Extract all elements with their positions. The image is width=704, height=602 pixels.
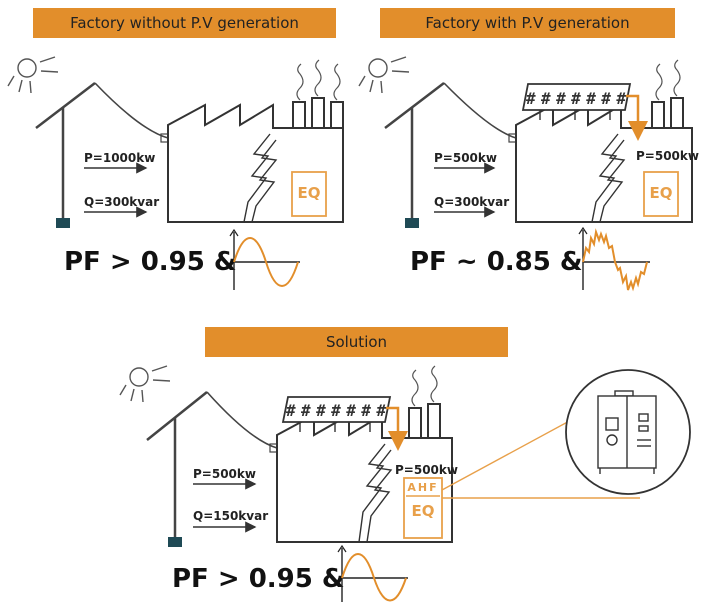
ahf-box bbox=[403, 477, 443, 539]
ahf-label: AHF bbox=[407, 481, 438, 494]
callout-line bbox=[441, 411, 587, 491]
lightning-bolt-icon bbox=[243, 133, 278, 223]
sine-wave-icon bbox=[229, 228, 300, 290]
equipment-label: EQ bbox=[298, 184, 321, 202]
utility-pole-icon bbox=[35, 82, 169, 228]
solar-panel-icon: ####### bbox=[521, 83, 632, 120]
solar-panel-icon: ####### bbox=[281, 396, 392, 432]
power-factor-label: PF > 0.95 & bbox=[64, 247, 237, 277]
reactive-power-label: Q=300kvar bbox=[84, 195, 159, 209]
panel-with-pv: ####### P=500kw EQ P=500kw Q=300kvar PF … bbox=[358, 56, 699, 292]
panel-without-pv: EQ P=1000kw Q=300kvar PF > 0.95 & bbox=[7, 56, 344, 290]
sun-icon bbox=[358, 56, 410, 94]
factory-icon bbox=[167, 97, 344, 223]
pv-feed-arrow bbox=[626, 94, 648, 141]
banner-with-pv: Factory with P.V generation bbox=[380, 8, 675, 38]
banner-without-pv: Factory without P.V generation bbox=[33, 8, 336, 38]
equipment-box bbox=[643, 171, 679, 217]
pv-power-label: P=500kw bbox=[636, 149, 699, 163]
active-power-label: P=500kw bbox=[193, 467, 256, 481]
ahf-cabinet-icon bbox=[597, 390, 657, 474]
lightning-bolt-icon bbox=[358, 443, 393, 543]
utility-pole-icon bbox=[384, 82, 517, 228]
equipment-label: EQ bbox=[412, 502, 435, 520]
pv-feed-arrow bbox=[386, 406, 408, 451]
reactive-power-label: Q=300kvar bbox=[434, 195, 509, 209]
chimney-smoke-icon bbox=[655, 59, 681, 101]
reactive-power-label: Q=150kvar bbox=[193, 509, 268, 523]
active-power-label: P=500kw bbox=[434, 151, 497, 165]
distorted-wave-icon bbox=[578, 226, 650, 292]
active-power-label: P=1000kw bbox=[84, 151, 155, 165]
chimney-smoke-icon bbox=[296, 59, 341, 101]
power-factor-label: PF ~ 0.85 & bbox=[410, 247, 583, 277]
utility-pole-icon bbox=[146, 391, 278, 547]
power-factor-label: PF > 0.95 & bbox=[172, 564, 345, 594]
sine-wave-icon bbox=[337, 544, 408, 602]
lightning-bolt-icon bbox=[591, 133, 626, 223]
chimney-smoke-icon bbox=[411, 365, 438, 407]
pv-power-label: P=500kw bbox=[395, 463, 458, 477]
equipment-label: EQ bbox=[650, 184, 673, 202]
sun-icon bbox=[119, 365, 171, 403]
panel-solution: ####### P=500kw AHF EQ P=500kw Q=150kvar… bbox=[119, 365, 691, 602]
equipment-box bbox=[291, 171, 327, 217]
banner-solution: Solution bbox=[205, 327, 508, 357]
sun-icon bbox=[7, 56, 59, 94]
